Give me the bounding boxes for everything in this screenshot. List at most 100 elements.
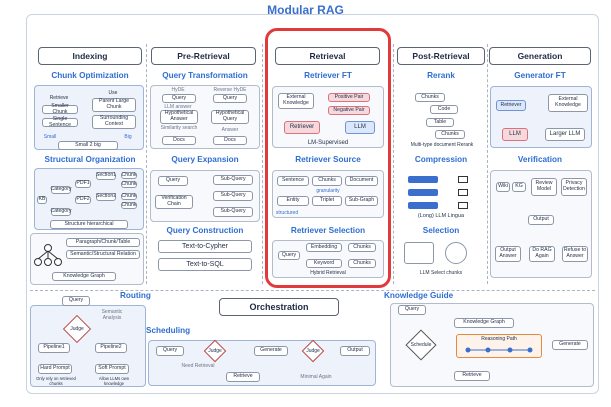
kg-item: Paragraph/Chunk/Table [66, 238, 140, 247]
retriever-box: Retriever [496, 100, 526, 111]
category-node: Category [50, 208, 72, 216]
judge-label: Judge [70, 326, 84, 332]
source-entity: Entity [277, 196, 309, 206]
pipeline2-box: Pipeline2 [95, 343, 127, 353]
generate-box: Generate [254, 346, 288, 356]
compression-bar [408, 202, 438, 209]
llmlingua-label: (Long) LLM Lingua [417, 213, 465, 219]
reasoning-path-box [456, 334, 542, 358]
use-label: Use [108, 90, 118, 96]
retrieve-label: Retrieve [49, 95, 69, 101]
compressed-box [458, 176, 468, 183]
divider [393, 44, 394, 284]
section1-node: Section1 [95, 172, 117, 180]
structured-label: structured [275, 210, 299, 216]
knowledge-graph-label: Knowledge Graph [52, 272, 116, 281]
answer-label: Answer [221, 127, 239, 133]
header-indexing: Indexing [38, 47, 142, 65]
query-expansion-title: Query Expansion [171, 155, 239, 164]
parent-large-chunk-box: Parent Large Chunk [92, 98, 136, 112]
retriever-box: Retriever [284, 121, 320, 134]
chunk-node: Chunk [121, 201, 137, 209]
query-box: Query [398, 305, 426, 315]
pdf2-node: PDF2 [75, 196, 91, 204]
schedule-label: Schedule [410, 342, 432, 348]
llm-box: LLM [502, 128, 528, 141]
wiki-box: Wiki [496, 182, 510, 192]
hypothetical-answer-box: Hypothetical Answer [160, 110, 198, 124]
source-chunks: Chunks [312, 176, 342, 186]
small-label: Small [43, 134, 57, 140]
allow-llm-label: Allow LLMs own knowledge [98, 376, 130, 386]
negative-pair-box: Negative Pair [328, 106, 370, 115]
big-label: Big [124, 134, 132, 140]
generate-box: Generate [552, 340, 588, 350]
text-to-cypher-box: Text-to-Cypher [158, 240, 252, 253]
kb-node: KB [37, 196, 47, 204]
minimal-again-label: Minimal Again [300, 374, 332, 380]
sub-query-box: Sub-Query [213, 191, 253, 201]
single-sentence-box: Single Sentence [42, 116, 78, 127]
verification-chain-box: Verification Chain [155, 195, 193, 209]
scheduling-title: Scheduling [146, 326, 191, 335]
query-box: Query [162, 94, 196, 103]
positive-pair-box: Positive Pair [328, 93, 370, 102]
privacy-detection-box: Privacy Detection [561, 178, 587, 196]
chunk-optimization-title: Chunk Optimization [51, 71, 129, 80]
divider [262, 44, 263, 284]
rerank-title: Rerank [427, 71, 455, 80]
diagram-title: Modular RAG [267, 3, 344, 17]
chunk-node: Chunk [121, 180, 137, 188]
selection-list-icon [404, 242, 434, 264]
keyword-box: Keyword [306, 259, 342, 268]
retrieve-box: Retrieve [226, 372, 260, 382]
openai-icon [445, 242, 467, 264]
section2-node: Section2 [95, 193, 117, 201]
similarity-search-label: Similarity search [160, 125, 198, 131]
source-sub-graph: Sub-Graph [345, 196, 378, 206]
chunks-box: Chunks [435, 130, 465, 139]
granularity-label: granularity [316, 188, 340, 194]
llm-select-chunks-label: LLM Select chunks [419, 270, 463, 276]
hyde-label: HyDE [171, 87, 185, 93]
compression-bar [408, 176, 438, 183]
embedding-box: Embedding [306, 243, 342, 252]
small2big-box: Small 2 big [58, 141, 118, 150]
review-model-box: Review Model [531, 178, 557, 196]
need-retrieval-label: Need Retrieval [181, 363, 215, 369]
retrieve-box: Retrieve [454, 371, 490, 381]
smaller-chunk-box: Smaller Chunk [42, 103, 78, 114]
query-box: Query [156, 346, 184, 356]
larger-llm-box: Larger LLM [545, 128, 585, 141]
category-node: Category [50, 186, 72, 194]
generator-ft-title: Generator FT [514, 71, 566, 80]
refuse-to-answer-box: Refuse to Answer [562, 246, 588, 262]
query-box: Query [62, 296, 90, 306]
query-transformation-title: Query Transformation [162, 71, 248, 80]
pipeline1-box: Pipeline1 [38, 343, 70, 353]
chunks-box: Chunks [348, 243, 376, 252]
semantic-analysis-label: Semantic Analysis [101, 309, 123, 321]
header-generation: Generation [489, 47, 591, 65]
chunk-node: Chunk [121, 171, 137, 179]
reverse-hyde-label: Reverse HyDE [213, 87, 247, 93]
external-knowledge-box: External Knowledge [548, 94, 588, 112]
knowledge-graph-box: Knowledge Graph [454, 318, 514, 328]
lm-supervised-label: LM-Supervised [307, 140, 349, 146]
soft-prompt-box: Soft Prompt [95, 364, 129, 374]
judge-label: Judge [306, 348, 320, 354]
llm-box: LLM [345, 121, 375, 134]
only-rely-label: Only rely on retrieved chunks [36, 376, 76, 386]
retriever-ft-title: Retriever FT [304, 71, 352, 80]
structural-organization-title: Structural Organization [44, 155, 136, 164]
retrieval-highlight [265, 28, 391, 288]
compressed-box [458, 189, 468, 196]
header-retrieval: Retrieval [275, 47, 380, 65]
output-answer-box: Output Answer [495, 246, 521, 262]
source-document: Document [345, 176, 378, 186]
llm-answer-label: LLM answer [164, 104, 192, 110]
query-construction-title: Query Construction [166, 226, 244, 235]
output-box: Output [528, 215, 554, 225]
verification-title: Verification [517, 155, 563, 164]
